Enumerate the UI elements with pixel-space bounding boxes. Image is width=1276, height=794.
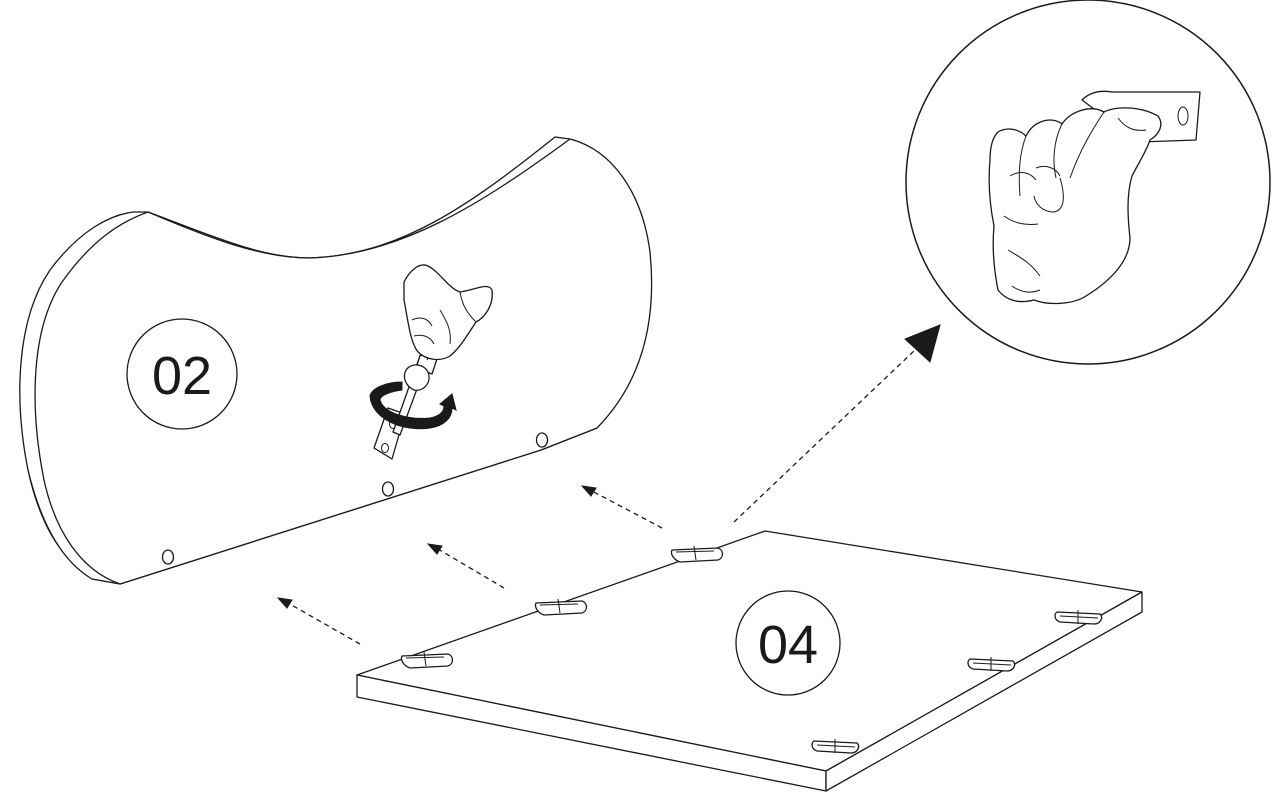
cam-fitting <box>1054 610 1103 625</box>
cam-fitting <box>811 739 860 754</box>
detail-callout-arrow <box>733 324 941 523</box>
panel-02-face <box>34 138 653 585</box>
insert-arrow <box>276 597 361 645</box>
rotation-arrow-icon <box>369 381 457 430</box>
panel-04-side-edge <box>825 591 1143 792</box>
panel-02-number: 02 <box>152 346 212 406</box>
cam-fitting <box>534 598 588 616</box>
panel-04-label: 04 <box>735 590 841 696</box>
panel-04: 04 <box>356 530 1143 792</box>
panel-02-hole <box>381 481 395 497</box>
cam-fitting <box>967 657 1016 672</box>
insert-arrow <box>580 485 663 529</box>
cam-fitting <box>670 545 724 563</box>
hand-icon <box>403 264 493 391</box>
panel-02-label: 02 <box>126 318 238 430</box>
insert-arrow <box>426 543 505 589</box>
hand-holding-bracket-icon <box>988 90 1201 305</box>
panel-02-hole <box>535 432 549 448</box>
panel-02-hole <box>161 549 175 565</box>
panel-02: 02 <box>19 136 653 585</box>
panel-04-number: 04 <box>758 615 818 675</box>
detail-callout <box>905 0 1271 365</box>
cam-fitting <box>400 651 454 669</box>
hand-screwdriver-illustration <box>369 264 493 460</box>
direction-arrows <box>276 324 941 645</box>
